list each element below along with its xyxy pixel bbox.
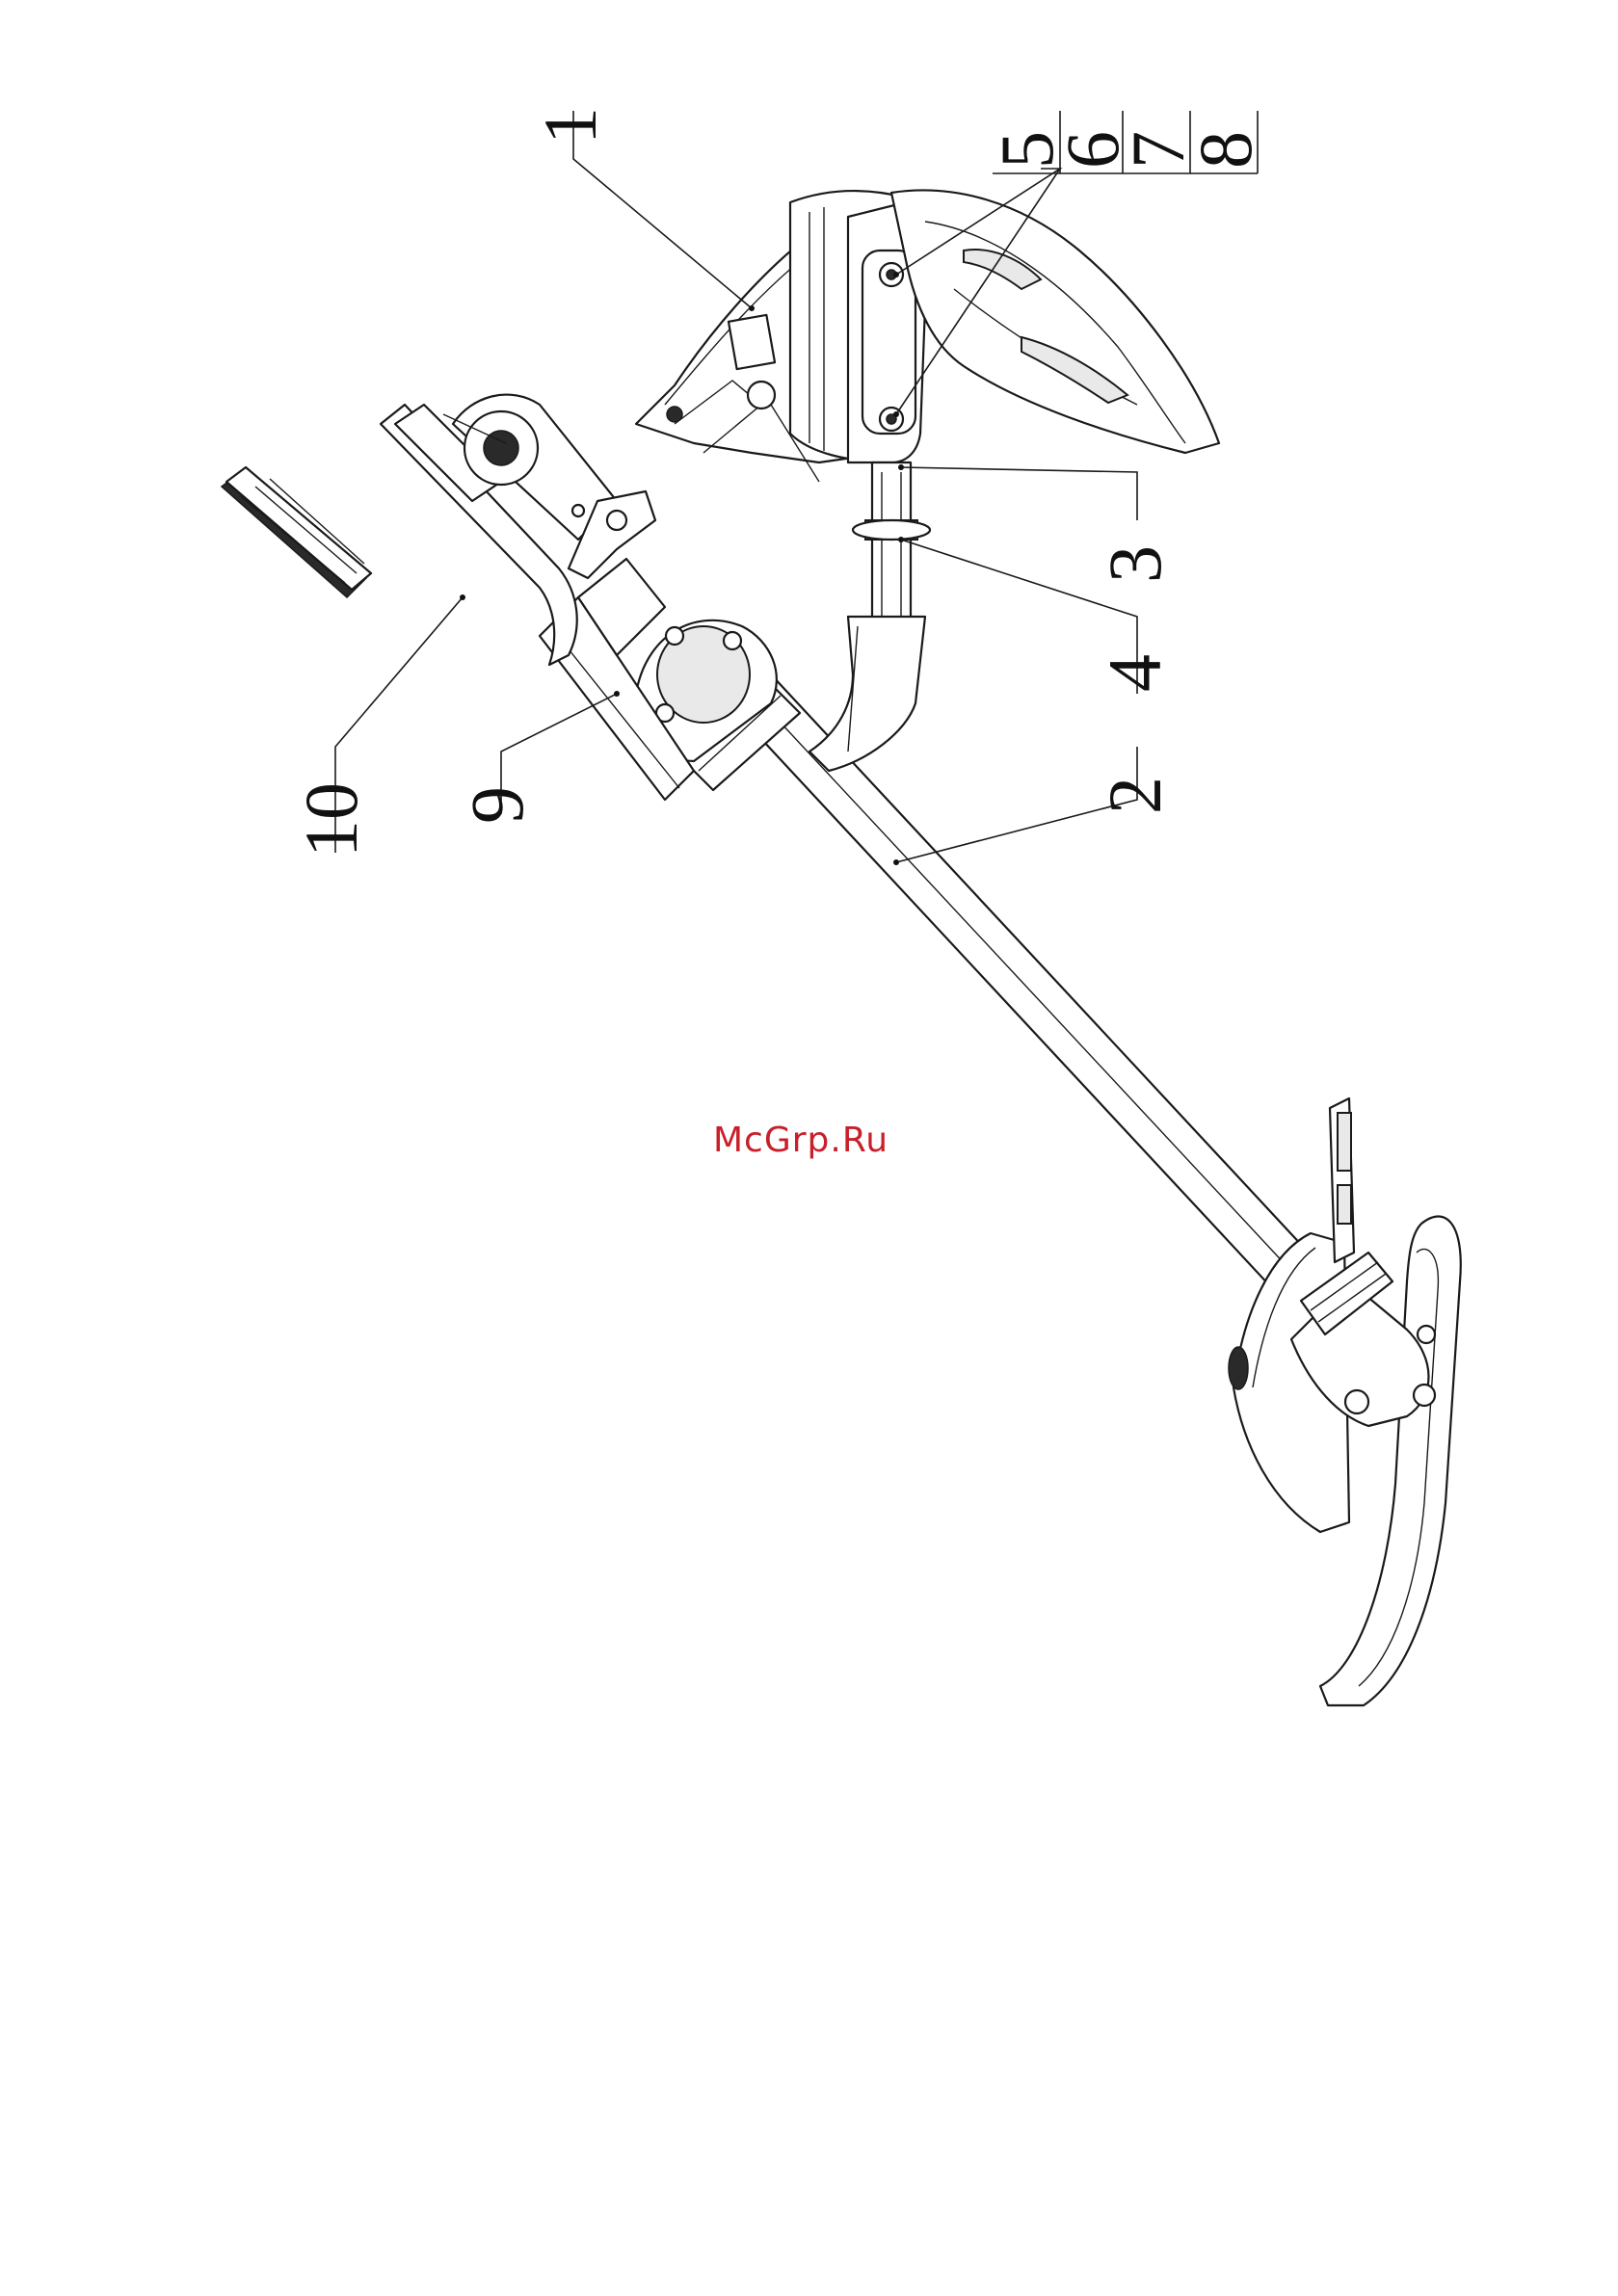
callout-2: 2 <box>1093 777 1177 814</box>
drive-tube <box>809 462 930 771</box>
recoil-starter-cover <box>891 191 1219 454</box>
callout-3: 3 <box>1093 545 1177 583</box>
watermark: McGrp.Ru <box>713 1121 889 1160</box>
callout-4: 4 <box>1093 654 1177 692</box>
callout-9: 9 <box>455 786 539 824</box>
main-shaft <box>737 674 1344 1330</box>
callout-10: 10 <box>289 782 373 858</box>
callout-1: 1 <box>528 107 612 145</box>
callout-8: 8 <box>1183 131 1267 169</box>
